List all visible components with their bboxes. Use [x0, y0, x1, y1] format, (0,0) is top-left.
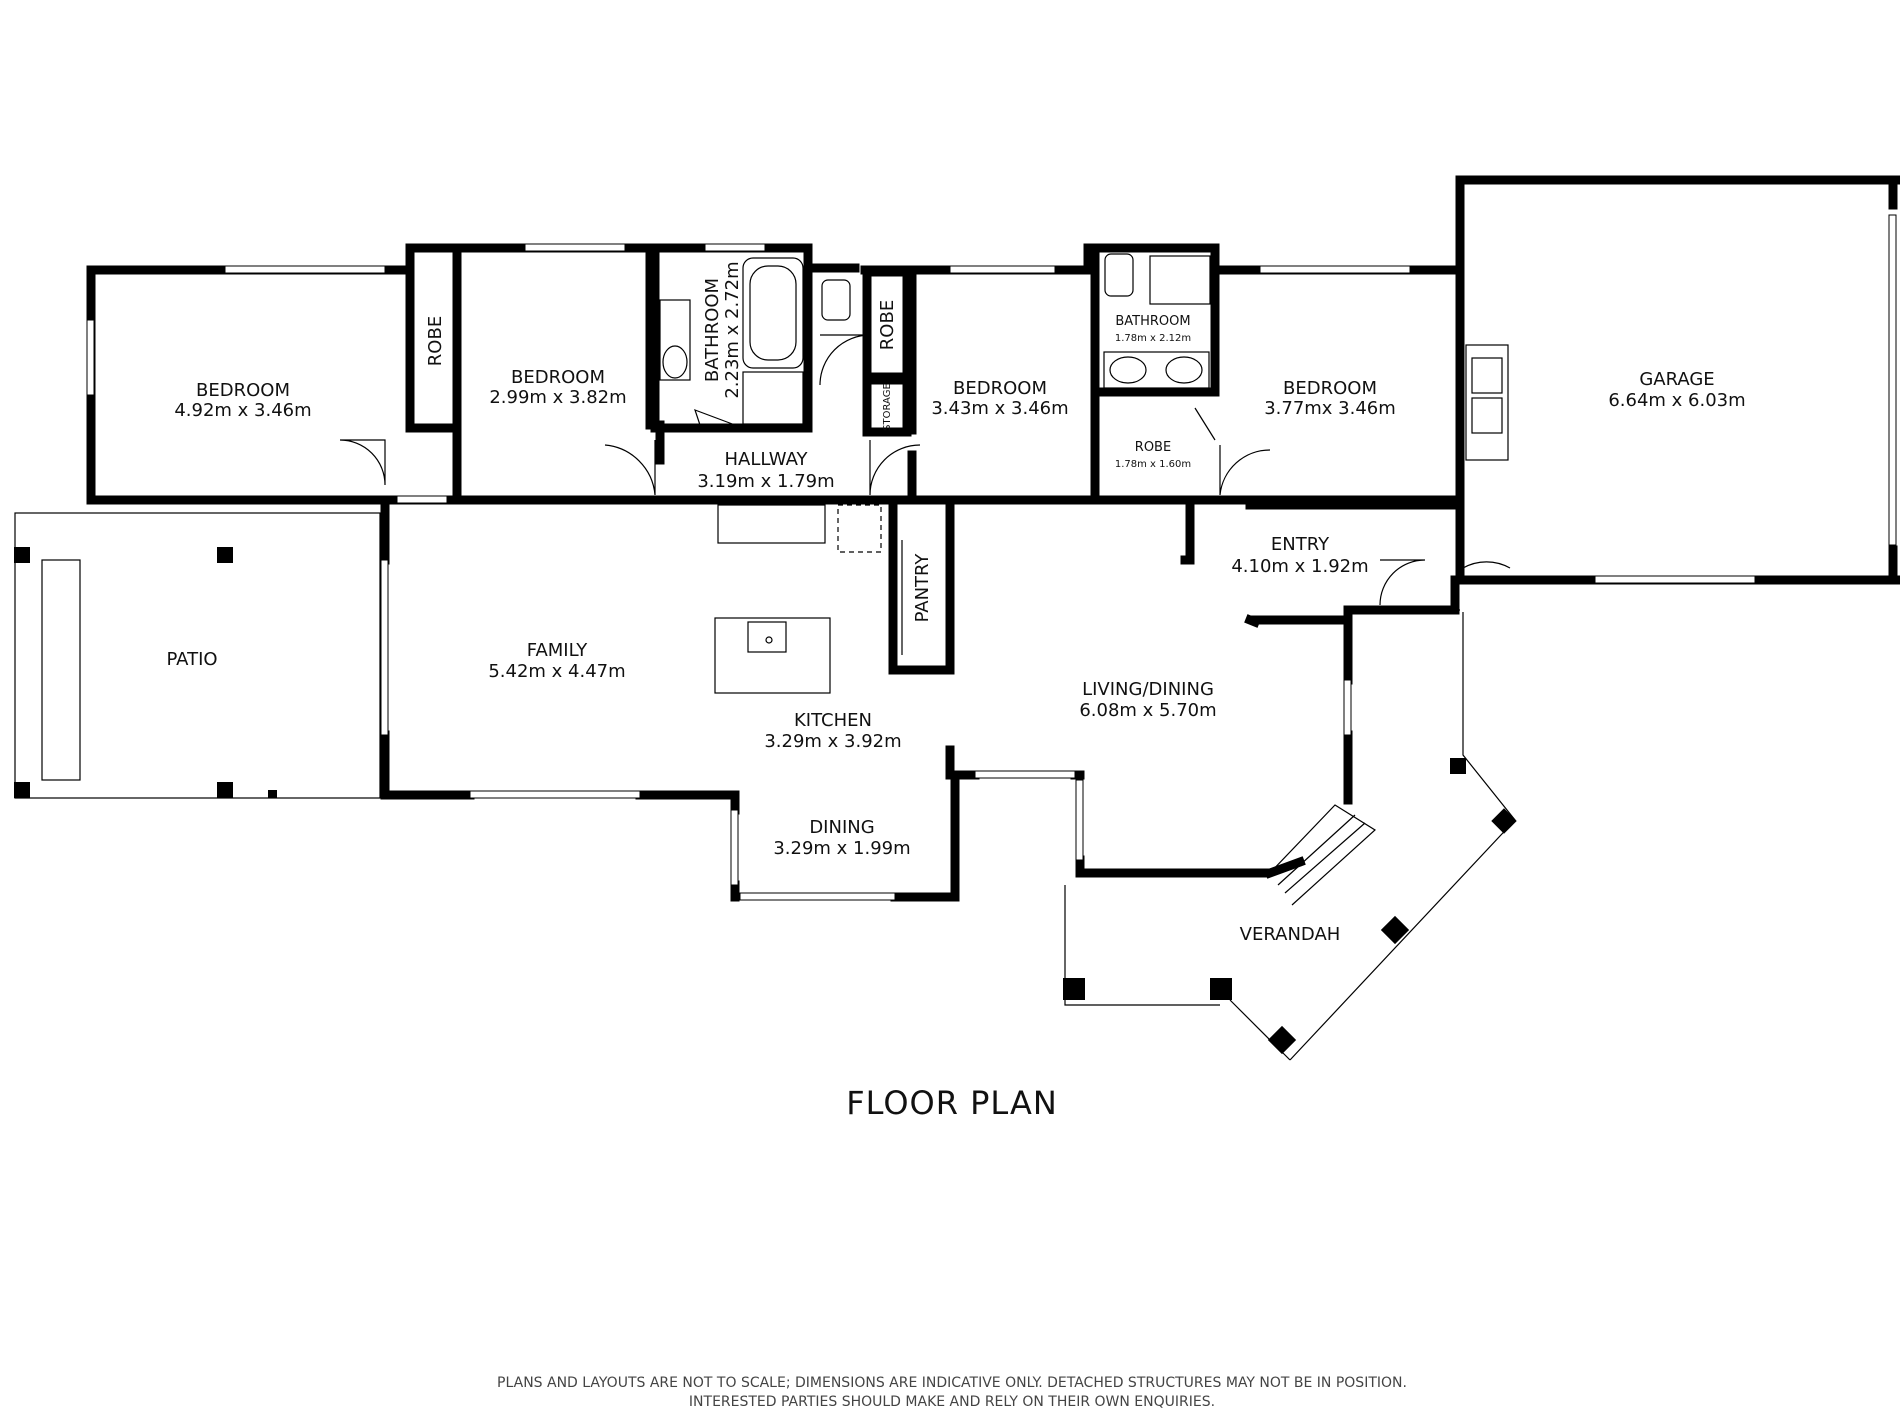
- garage-dims: 6.64m x 6.03m: [1608, 390, 1745, 411]
- room-labels: BEDROOM 4.92m x 3.46m ROBE BEDROOM 2.99m…: [166, 261, 1745, 945]
- bedroom3-name: BEDROOM: [953, 378, 1047, 399]
- bedroom3-dims: 3.43m x 3.46m: [931, 398, 1068, 419]
- bedroom4-name: BEDROOM: [1283, 378, 1377, 399]
- bathroom1-dims: 2.23m x 2.72m: [722, 261, 743, 398]
- robe2-name: ROBE: [877, 300, 898, 350]
- garage-name: GARAGE: [1639, 369, 1714, 390]
- bathroom2-dims: 1.78m x 2.12m: [1115, 333, 1191, 344]
- storage-name: STORAGE: [882, 383, 893, 431]
- exterior-walls: [86, 175, 1900, 902]
- patio-name: PATIO: [166, 649, 217, 670]
- robe3-dims: 1.78m x 1.60m: [1115, 459, 1191, 470]
- living-name: LIVING/DINING: [1082, 679, 1214, 700]
- entry-dims: 4.10m x 1.92m: [1231, 556, 1368, 577]
- bedroom4-dims: 3.77mx 3.46m: [1264, 398, 1396, 419]
- disclaimer-line-1: PLANS AND LAYOUTS ARE NOT TO SCALE; DIME…: [497, 1375, 1407, 1391]
- kitchen-name: KITCHEN: [794, 710, 872, 731]
- family-dims: 5.42m x 4.47m: [488, 661, 625, 682]
- verandah-name: VERANDAH: [1240, 924, 1341, 945]
- bedroom1-name: BEDROOM: [196, 380, 290, 401]
- dining-dims: 3.29m x 1.99m: [773, 838, 910, 859]
- pantry-name: PANTRY: [912, 553, 933, 623]
- bathroom1-name: BATHROOM: [702, 278, 723, 382]
- bedroom2-dims: 2.99m x 3.82m: [489, 387, 626, 408]
- doors: [339, 334, 1511, 606]
- bedroom2-name: BEDROOM: [511, 367, 605, 388]
- disclaimer-line-2: INTERESTED PARTIES SHOULD MAKE AND RELY …: [689, 1394, 1215, 1410]
- bathroom-fixtures: [659, 253, 1211, 425]
- bathroom2-name: BATHROOM: [1115, 314, 1190, 329]
- bedroom1-dims: 4.92m x 3.46m: [174, 400, 311, 421]
- entry-name: ENTRY: [1271, 534, 1330, 555]
- dining-name: DINING: [809, 817, 874, 838]
- kitchen-dims: 3.29m x 3.92m: [764, 731, 901, 752]
- windows: [86, 214, 1897, 901]
- plan-title: FLOOR PLAN: [846, 1084, 1058, 1122]
- hallway-name: HALLWAY: [725, 449, 809, 470]
- thin-outlines: [14, 344, 1516, 1061]
- posts: [14, 547, 1517, 1055]
- hallway-dims: 3.19m x 1.79m: [697, 471, 834, 492]
- robe3-name: ROBE: [1135, 440, 1171, 455]
- living-dims: 6.08m x 5.70m: [1079, 700, 1216, 721]
- family-name: FAMILY: [527, 640, 588, 661]
- robe1-name: ROBE: [425, 316, 446, 366]
